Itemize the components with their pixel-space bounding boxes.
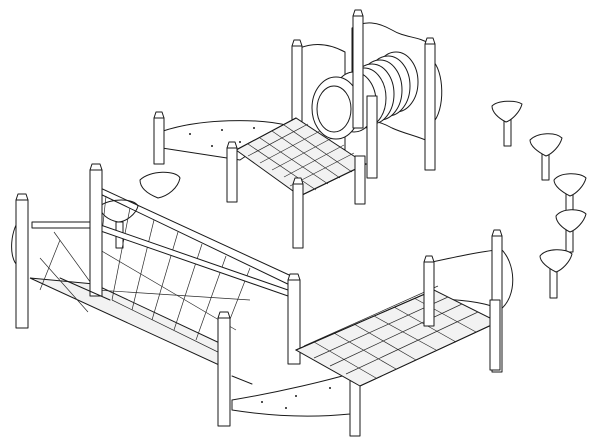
upper-net-bridge <box>226 117 368 249</box>
stepping-stools <box>491 100 587 299</box>
rear-deck <box>153 111 291 165</box>
bridge-posts <box>15 163 301 427</box>
tower-posts <box>291 9 436 179</box>
stool-2 <box>529 133 563 181</box>
rope-net <box>39 195 251 357</box>
lower-net-bridge <box>294 229 514 387</box>
stool-1 <box>491 100 523 147</box>
tunnel-tower <box>291 9 443 179</box>
stool-5 <box>539 249 573 299</box>
stool-3 <box>553 173 587 217</box>
front-rope-bridge <box>11 163 301 427</box>
stool-4 <box>555 209 587 253</box>
